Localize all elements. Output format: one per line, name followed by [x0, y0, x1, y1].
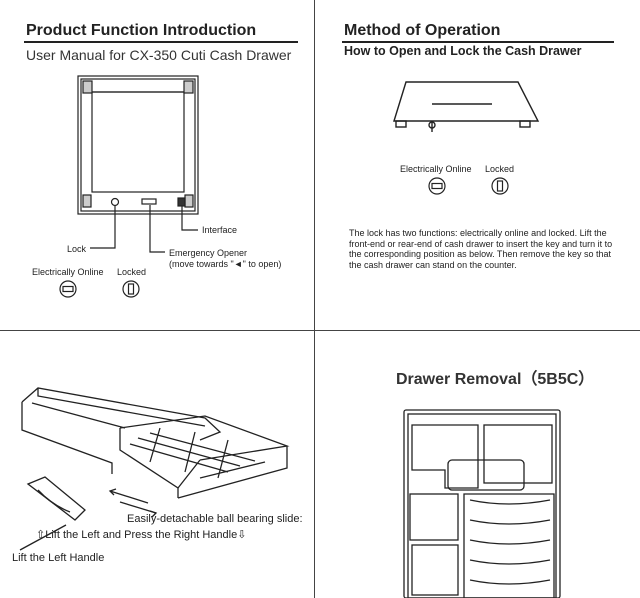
- emergency-opener-label: Emergency Opener: [169, 248, 248, 258]
- electrically-online-label: Electrically Online: [32, 267, 104, 277]
- up-arrow-icon: ⇧: [36, 529, 46, 541]
- method-heading: Method of Operation: [344, 22, 501, 39]
- drawer-front-diagram: [77, 75, 199, 253]
- down-arrow-icon: ⇩: [237, 529, 247, 541]
- heading-underline: [24, 41, 298, 43]
- method-heading-underline: [342, 41, 614, 43]
- locked-label: Locked: [117, 267, 147, 277]
- lock-label: Lock: [67, 244, 87, 254]
- lift-left-handle-label: Lift the Left Handle: [12, 552, 105, 564]
- open-lock-subheading: How to Open and Lock the Cash Drawer: [344, 44, 582, 58]
- lock-positions-icons: [59, 280, 140, 298]
- lock-instructions-paragraph: The lock has two functions: electrically…: [349, 228, 613, 270]
- handle-instruction: ⇧Lift the Left and Press the Right Handl…: [36, 528, 246, 541]
- method-electrically-online-label: Electrically Online: [400, 164, 472, 174]
- interface-label: Interface: [202, 225, 238, 235]
- drawer-side-diagram: [393, 81, 540, 132]
- manual-subtitle: User Manual for CX-350 Cuti Cash Drawer: [26, 47, 292, 63]
- emergency-direction-label: (move towards "◄" to open): [169, 259, 282, 269]
- handle-instruction-text: Lift the Left and Press the Right Handle: [45, 529, 238, 541]
- drawer-isometric-diagram: [19, 387, 290, 551]
- slide-caption: Easily-detachable ball bearing slide:: [127, 513, 303, 525]
- vertical-divider: [314, 0, 315, 598]
- drawer-removal-title: Drawer Removal（5B5C）: [396, 371, 595, 388]
- horizontal-divider: [0, 330, 640, 331]
- product-function-heading: Product Function Introduction: [26, 22, 257, 39]
- method-lock-icons: [428, 177, 509, 195]
- method-locked-label: Locked: [485, 164, 515, 174]
